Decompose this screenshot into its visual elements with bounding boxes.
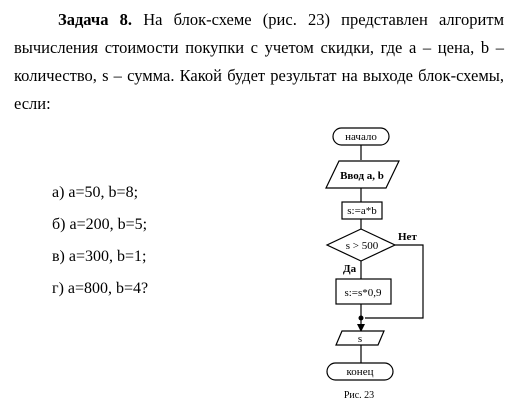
option-d: г) a=800, b=4? xyxy=(52,280,149,297)
no-label: Нет xyxy=(398,231,417,243)
merge-point xyxy=(358,315,364,321)
task-paragraph: Задача 8. На блок-схеме (рис. 23) предст… xyxy=(14,6,504,118)
discount-label: s:=s*0,9 xyxy=(344,287,382,299)
input-label: Ввод a, b xyxy=(340,170,384,182)
assign-block xyxy=(341,201,383,220)
discount-block xyxy=(335,278,392,305)
output-label: s xyxy=(358,333,362,345)
end-label: конец xyxy=(347,366,374,378)
input-block xyxy=(325,160,400,189)
figure-caption: Рис. 23 xyxy=(344,390,374,401)
yes-label: Да xyxy=(343,263,357,275)
assign-label: s:=a*b xyxy=(347,205,377,217)
output-block xyxy=(335,330,385,346)
option-c: в) a=300, b=1; xyxy=(52,248,147,265)
option-b: б) a=200, b=5; xyxy=(52,216,148,233)
task-title: Задача 8. xyxy=(58,10,133,29)
start-label: начало xyxy=(345,131,377,143)
end-block xyxy=(326,362,394,381)
task-text: На блок-схеме (рис. 23) представлен алго… xyxy=(14,10,505,113)
condition-label: s > 500 xyxy=(346,240,379,252)
option-a: а) a=50, b=8; xyxy=(52,184,139,201)
